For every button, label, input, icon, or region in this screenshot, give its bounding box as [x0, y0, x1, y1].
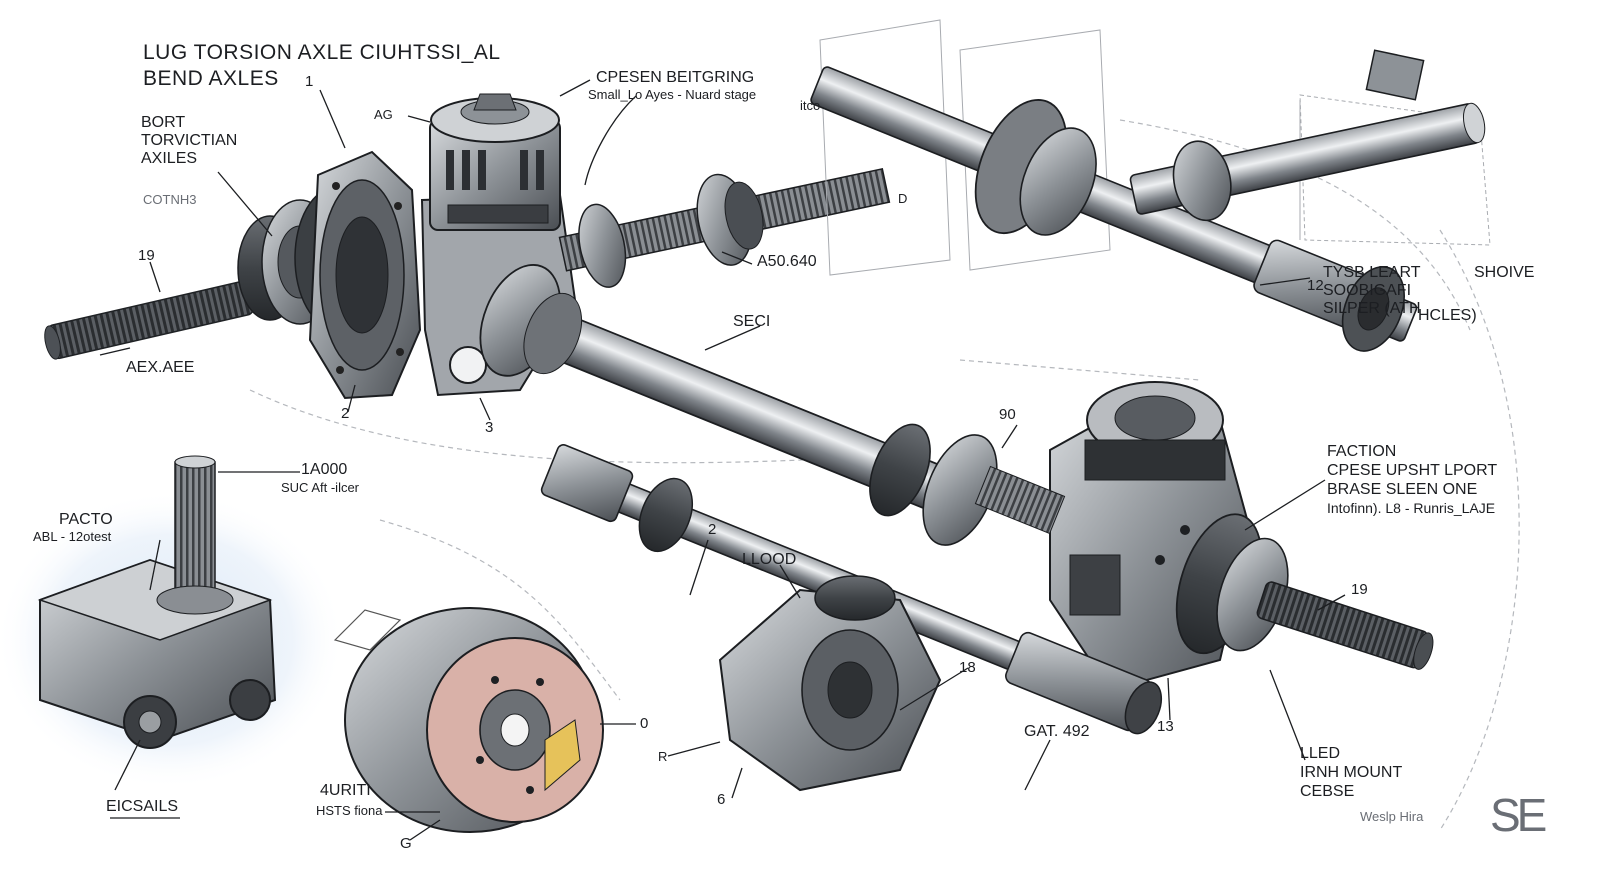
left-mount-block — [0, 455, 345, 790]
callout-faction-line-4: Intofinn). L8 - Runris_LAJE — [1327, 499, 1496, 516]
gear-drum — [333, 607, 604, 833]
callout-hsts: HSTS fiona — [316, 803, 383, 818]
callout-12: 12 — [1307, 277, 1324, 294]
callout-tysb-line-2: SOOBIGAFI — [1323, 281, 1412, 299]
callout-tysb-line-3: SILPER (ATH — [1323, 299, 1421, 317]
callout-faction: FACTION CPESE UPSHT LPORT BRASE SLEEN ON… — [1327, 442, 1497, 516]
callout-g: G — [400, 835, 412, 852]
callout-0: 0 — [640, 715, 649, 732]
callout-19-right: 19 — [1351, 581, 1368, 598]
callout-tysb: TYSB LEART SOOBIGAFI SILPER (ATH — [1323, 264, 1421, 318]
callout-bort-line-1: BORT — [141, 114, 186, 131]
callout-lled: LLED IRNH MOUNT CEBSE — [1300, 744, 1402, 802]
callout-4uriti: 4URITI — [320, 782, 371, 799]
callout-itco: itco — [800, 98, 821, 113]
callout-aexaae: AEX.AEE — [126, 359, 195, 376]
left-threaded-shaft — [44, 280, 254, 360]
callout-llood: LLOOD — [742, 551, 797, 568]
callout-abl: ABL - 12otest — [33, 529, 112, 544]
lower-axle-assembly — [540, 444, 1163, 792]
callout-a50: A50.640 — [757, 253, 817, 270]
callout-seci: SECI — [733, 313, 771, 330]
callout-pacto: PACTO — [59, 511, 113, 528]
backing-plate-disc — [308, 150, 422, 400]
main-axle-rod — [479, 264, 969, 519]
leader-lines — [99, 79, 1346, 841]
callout-2-top: 2 — [341, 405, 350, 422]
callout-d: D — [898, 191, 908, 206]
upper-right-axle-sketch — [810, 19, 1491, 352]
callout-faction-line-3: BRASE SLEEN ONE — [1327, 481, 1478, 499]
callout-cpesen-sub: Small_Lo Ayes - Nuard stage — [588, 87, 757, 102]
callout-bort-line-3: AXILES — [141, 149, 198, 167]
callout-lled-line-1: LLED — [1300, 745, 1341, 762]
upper-stub-shaft — [558, 167, 891, 288]
callout-18: 18 — [959, 659, 976, 676]
callout-tysb-line-1: TYSB LEART — [1323, 264, 1421, 281]
callout-6-mid: 6 — [717, 791, 726, 808]
callout-gat: GAT. 492 — [1024, 723, 1090, 740]
callout-2-mid: 2 — [708, 521, 717, 538]
callout-19-left: 19 — [138, 247, 155, 264]
callout-cpesen-title: CPESEN BEITGRING — [596, 69, 755, 86]
callout-bort-line-2: TORVICTIAN — [141, 131, 238, 149]
callout-lled-line-3: CEBSE — [1300, 783, 1355, 801]
diagram-title-line-1: LUG TORSION AXLE CIUHTSSI_AL — [143, 41, 501, 64]
right-differential-housing — [869, 381, 1434, 692]
callout-3-top: 3 — [485, 419, 494, 436]
callout-1: 1 — [305, 73, 314, 90]
diagram-title-line-2: BEND AXLES — [143, 67, 279, 90]
callout-faction-line-1: FACTION — [1327, 443, 1397, 460]
callout-shoive: SHOIVE — [1474, 264, 1535, 281]
callout-cotnh: COTNH3 — [143, 192, 197, 207]
callout-1a000: 1A000 — [301, 461, 348, 478]
corner-logo: SE — [1490, 789, 1547, 841]
callout-lled-line-2: IRNH MOUNT — [1300, 764, 1403, 782]
callout-ag: AG — [374, 107, 393, 122]
callout-bort: BORT TORVICTIAN AXILES — [141, 114, 237, 168]
callout-hcles: HCLES) — [1418, 307, 1477, 324]
callout-suc: SUC Aft -ilcer — [281, 480, 360, 495]
construction-lines — [249, 119, 1520, 831]
main-axle-assembly — [44, 93, 969, 519]
callout-90: 90 — [999, 406, 1016, 423]
signature-text: Weslp Hira — [1360, 809, 1424, 824]
callout-13: 13 — [1157, 718, 1174, 735]
callout-r: R — [658, 749, 668, 764]
callout-faction-line-2: CPESE UPSHT LPORT — [1327, 462, 1498, 480]
callout-eicsails: EICSAILS — [106, 798, 179, 815]
